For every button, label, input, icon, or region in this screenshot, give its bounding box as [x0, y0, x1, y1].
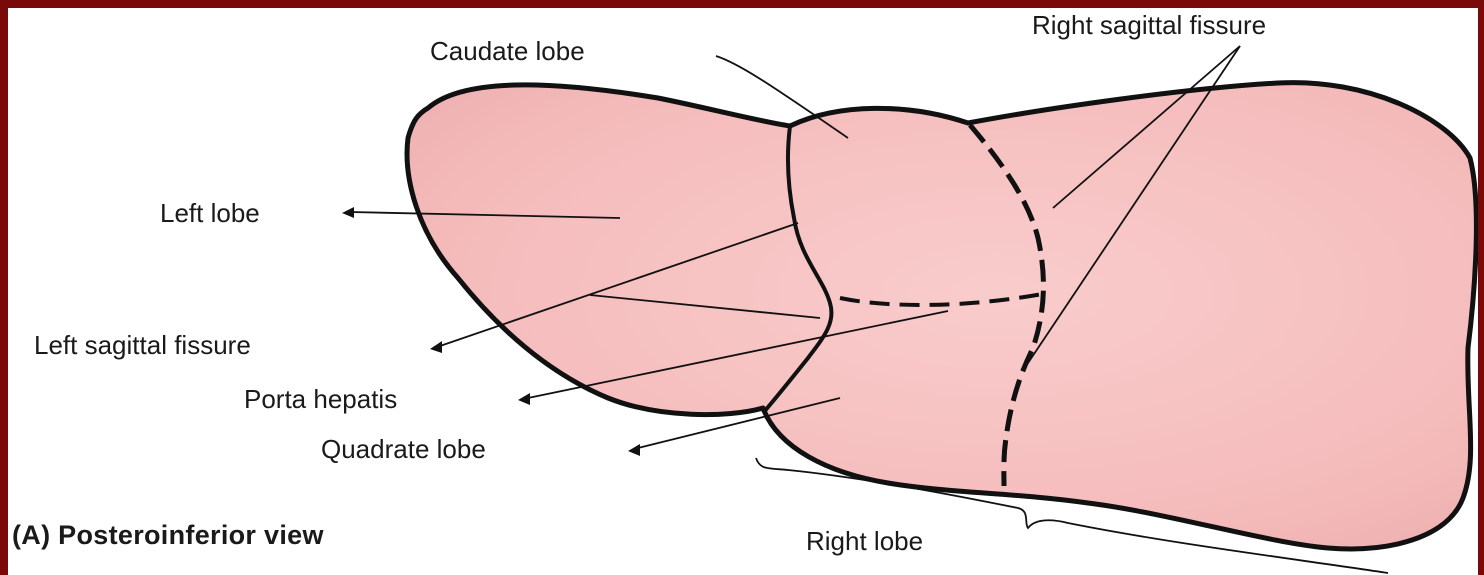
diagram-canvas: Caudate lobe Right sagittal fissure Left… [8, 8, 1478, 575]
right-sagittal-fissure-label: Right sagittal fissure [1032, 12, 1266, 38]
left-lobe-label: Left lobe [160, 200, 260, 226]
porta-hepatis-label: Porta hepatis [244, 386, 397, 412]
left-sagittal-fissure-label: Left sagittal fissure [34, 332, 251, 358]
quadrate-lobe-label: Quadrate lobe [321, 436, 486, 462]
figure-caption: (A) Posteroinferior view [12, 522, 324, 549]
liver-diagram [8, 8, 1478, 575]
caudate-lobe-label: Caudate lobe [430, 38, 585, 64]
right-lobe-label: Right lobe [806, 528, 923, 554]
liver-outline [407, 83, 1476, 549]
